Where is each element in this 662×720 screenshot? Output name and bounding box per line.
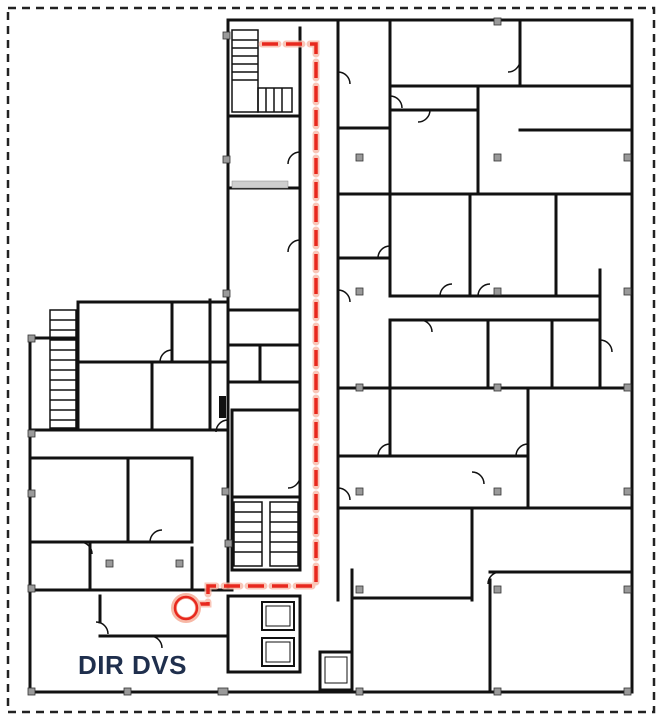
- stair-top: [231, 29, 293, 113]
- stair-left: [49, 309, 77, 429]
- structural-columns: [27, 17, 632, 696]
- route-line: [198, 42, 318, 606]
- stair-center: [233, 501, 299, 567]
- site-boundary: [6, 6, 656, 714]
- area-label-dir-dvs: DIR DVS: [78, 650, 187, 680]
- elevator-bank: [226, 594, 354, 692]
- building-walls: [28, 18, 634, 694]
- door-swings: [79, 59, 613, 649]
- hatched-strip: [231, 180, 289, 189]
- dark-pillar: [219, 396, 226, 418]
- start-circle-marker-ring: [173, 595, 199, 621]
- evacuation-route: [171, 40, 320, 623]
